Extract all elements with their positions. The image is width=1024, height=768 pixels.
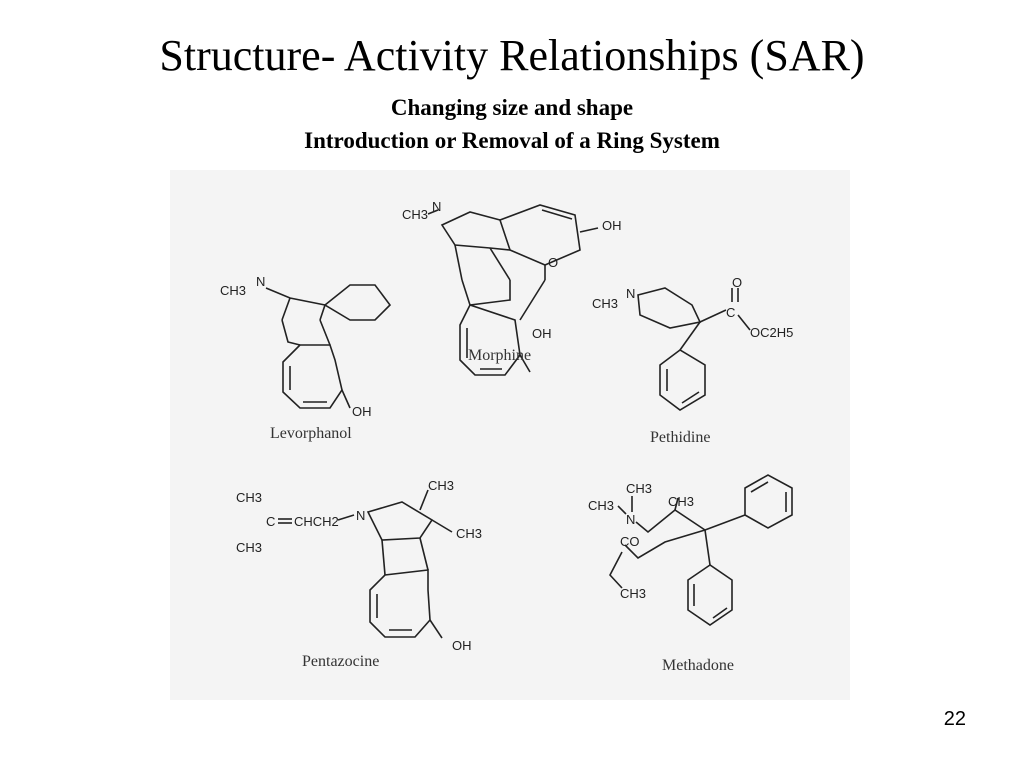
methadone-ch3-b-label: CH3 — [588, 498, 614, 513]
pethidine-ch3-label: CH3 — [592, 296, 618, 311]
pentazocine-n-label: N — [356, 508, 365, 523]
page-number: 22 — [943, 708, 966, 730]
methadone-ch3-c-label: CH3 — [668, 494, 694, 509]
pentazocine-chain-label: CHCH2 — [294, 514, 339, 529]
morphine-oh-top-label: OH — [602, 218, 622, 233]
pethidine-structure: CH3 N O C OC2H5 Pethidine — [592, 275, 793, 446]
pentazocine-ch3-d-label: CH3 — [456, 526, 482, 541]
slide-subtitle-2: Introduction or Removal of a Ring System — [304, 128, 720, 153]
methadone-ch3-a-label: CH3 — [626, 481, 652, 496]
methadone-structure: CH3 CH3 N CH3 CO CH3 Methadone — [588, 474, 793, 674]
morphine-name: Morphine — [468, 347, 531, 364]
slide-subtitle-1: Changing size and shape — [390, 95, 634, 120]
levorphanol-ch3-label: CH3 — [220, 283, 246, 298]
slide-title: Structure- Activity Relationships (SAR) — [159, 31, 865, 80]
levorphanol-oh-label: OH — [352, 404, 372, 419]
methadone-ch3-d-label: CH3 — [620, 586, 646, 601]
morphine-n-label: N — [432, 199, 441, 214]
pentazocine-oh-label: OH — [452, 638, 472, 653]
pentazocine-c-label: C — [266, 514, 275, 529]
methadone-n-label: N — [626, 512, 635, 527]
methadone-name: Methadone — [662, 657, 734, 674]
pethidine-n-label: N — [626, 286, 635, 301]
pentazocine-ch3-a-label: CH3 — [236, 490, 262, 505]
pentazocine-name: Pentazocine — [302, 653, 379, 670]
methadone-co-label: CO — [620, 534, 640, 549]
structures-drawing: CH3 N OH O OH Morphine CH3 N OH Levorph — [220, 199, 793, 674]
levorphanol-structure: CH3 N OH Levorphanol — [220, 274, 392, 442]
morphine-oh-bottom-label: OH — [532, 326, 552, 341]
morphine-structure: CH3 N OH O OH Morphine — [402, 199, 622, 376]
pentazocine-ch3-c-label: CH3 — [428, 478, 454, 493]
levorphanol-name: Levorphanol — [270, 425, 352, 442]
pentazocine-ch3-b-label: CH3 — [236, 540, 262, 555]
structures-figure: CH3 N OH O OH Morphine CH3 N OH Levorph — [170, 170, 850, 700]
pethidine-name: Pethidine — [650, 429, 710, 446]
pethidine-o-label: O — [732, 275, 742, 290]
levorphanol-n-label: N — [256, 274, 265, 289]
pethidine-ester-label: OC2H5 — [750, 325, 793, 340]
morphine-ch3-label: CH3 — [402, 207, 428, 222]
morphine-o-label: O — [548, 255, 558, 270]
pentazocine-structure: CH3 C CHCH2 CH3 N CH3 CH3 OH Pentazocine — [236, 478, 482, 670]
pethidine-c-label: C — [726, 305, 735, 320]
